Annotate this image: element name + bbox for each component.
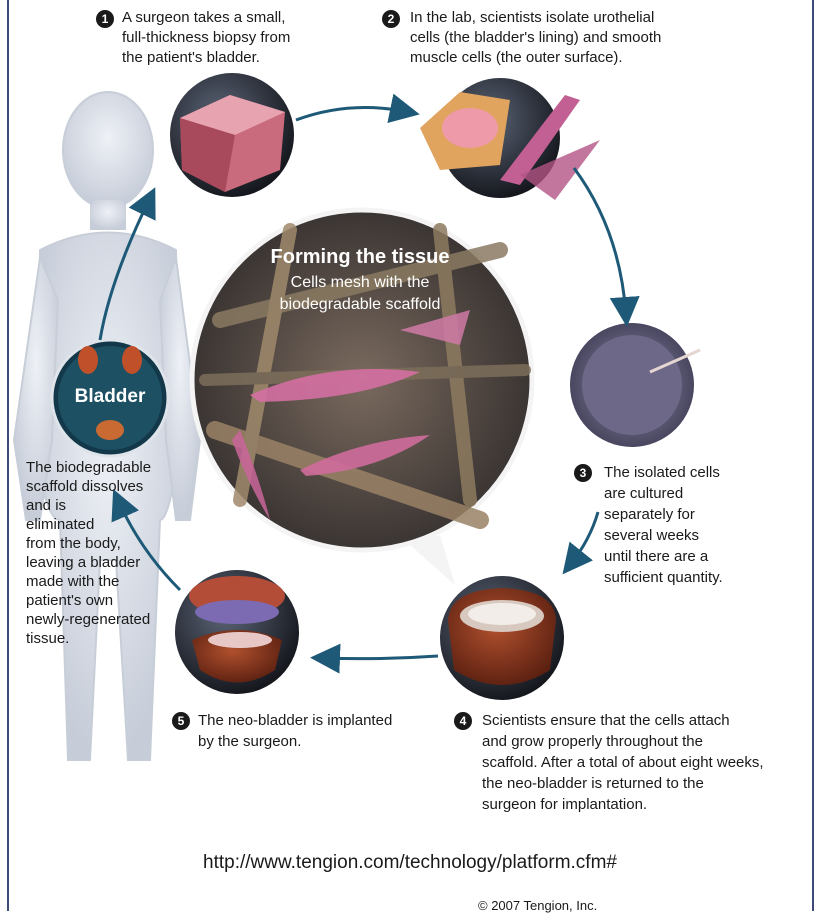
isolated-cells-image — [420, 78, 600, 200]
step-text: A surgeon takes a small, full-thickness … — [122, 8, 356, 68]
step-number-badge: 4 — [454, 712, 472, 730]
step-line: A surgeon takes a small, — [122, 8, 356, 28]
step-line: the patient's bladder. — [122, 48, 356, 68]
note-line: made with the — [26, 572, 186, 591]
step-text: Scientists ensure that the cells attach … — [482, 710, 810, 815]
step-text: In the lab, scientists isolate urothelia… — [410, 8, 722, 68]
bladder-label: Bladder — [60, 386, 160, 408]
note-line: newly-regenerated — [26, 610, 186, 629]
step-line: cells (the bladder's lining) and smooth — [410, 28, 722, 48]
step-number-badge: 3 — [574, 464, 592, 482]
note-line: and is — [26, 496, 186, 515]
step-line: and grow properly throughout the — [482, 731, 810, 752]
note-line: leaving a bladder — [26, 553, 186, 572]
center-subtitle-line: biodegradable scaffold — [230, 294, 490, 316]
step-line: separately for — [604, 504, 794, 525]
scaffold-dissolve-note: The biodegradable scaffold dissolves and… — [26, 458, 186, 648]
center-title: Forming the tissue — [230, 246, 490, 269]
step-line: Scientists ensure that the cells attach — [482, 710, 810, 731]
step-4: 4 Scientists ensure that the cells attac… — [454, 710, 810, 815]
note-line: The biodegradable — [26, 458, 186, 477]
step-line: The isolated cells — [604, 462, 794, 483]
note-line: patient's own — [26, 591, 186, 610]
biopsy-image — [170, 73, 294, 197]
neo-bladder-image — [440, 576, 564, 700]
step-line: In the lab, scientists isolate urothelia… — [410, 8, 722, 28]
step-line: until there are a — [604, 546, 794, 567]
step-line: scaffold. After a total of about eight w… — [482, 752, 810, 773]
step-line: several weeks — [604, 525, 794, 546]
step-line: muscle cells (the outer surface). — [410, 48, 722, 68]
step-text: The neo-bladder is implanted by the surg… — [198, 710, 432, 752]
step-line: the neo-bladder is returned to the — [482, 773, 810, 794]
note-line: from the body, — [26, 534, 186, 553]
step-1: 1 A surgeon takes a small, full-thicknes… — [96, 8, 356, 68]
implanted-bladder-image — [175, 570, 299, 694]
step-number-badge: 1 — [96, 10, 114, 28]
note-line: scaffold dissolves — [26, 477, 186, 496]
source-url[interactable]: http://www.tengion.com/technology/platfo… — [0, 852, 820, 874]
culture-dish-image — [570, 323, 700, 447]
step-2: 2 In the lab, scientists isolate urothel… — [382, 8, 722, 68]
step-line: The neo-bladder is implanted — [198, 710, 432, 731]
step-5: 5 The neo-bladder is implanted by the su… — [172, 710, 432, 752]
step-line: by the surgeon. — [198, 731, 432, 752]
center-subtitle-line: Cells mesh with the — [230, 272, 490, 294]
center-subtitle: Cells mesh with the biodegradable scaffo… — [230, 272, 490, 316]
step-line: are cultured — [604, 483, 794, 504]
step-number-badge: 5 — [172, 712, 190, 730]
note-line: tissue. — [26, 629, 186, 648]
step-line: surgeon for implantation. — [482, 794, 810, 815]
step-number-badge: 2 — [382, 10, 400, 28]
note-line: eliminated — [26, 515, 186, 534]
step-3: 3 The isolated cells are cultured separa… — [574, 462, 794, 588]
step-line: full-thickness biopsy from — [122, 28, 356, 48]
step-text: The isolated cells are cultured separate… — [604, 462, 794, 588]
step-line: sufficient quantity. — [604, 567, 794, 588]
